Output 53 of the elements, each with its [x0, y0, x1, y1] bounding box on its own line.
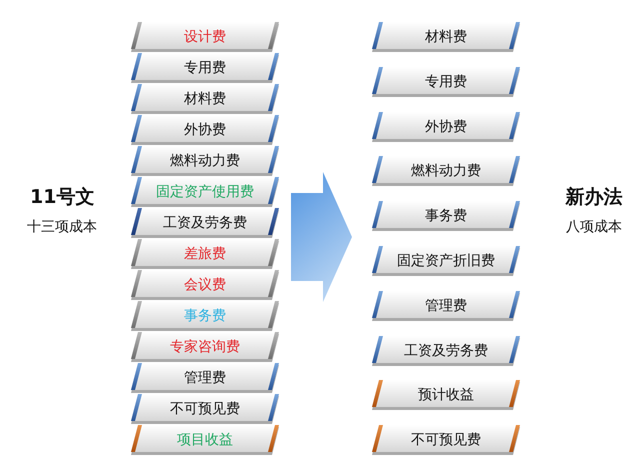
- cost-item-box: [131, 332, 279, 362]
- cost-item-label: 工资及劳务费: [163, 215, 247, 231]
- cost-item-box: [372, 22, 520, 52]
- column-heading: 新办法: [566, 185, 622, 210]
- column-heading: 11号文: [30, 185, 94, 210]
- cost-item-box: [372, 336, 520, 366]
- cost-item-label: 项目收益: [177, 432, 233, 448]
- cost-item-label: 燃料动力费: [170, 153, 240, 169]
- cost-item-label: 会议费: [184, 277, 226, 293]
- cost-item-box: [372, 246, 520, 276]
- cost-item-label: 专家咨询费: [170, 339, 240, 355]
- cost-item-label: 固定资产折旧费: [397, 253, 495, 269]
- cost-item-box: [131, 177, 279, 207]
- cost-item-label: 材料费: [425, 29, 467, 45]
- cost-item-label: 不可预见费: [170, 401, 240, 417]
- cost-item-label: 外协费: [184, 122, 226, 138]
- cost-item-box: [131, 363, 279, 393]
- cost-item-label: 外协费: [425, 118, 467, 135]
- cost-item-box: [131, 22, 279, 52]
- cost-item-box: [131, 425, 279, 455]
- cost-item-box: [131, 115, 279, 145]
- cost-item-box: [372, 112, 520, 142]
- cost-item-label: 材料费: [184, 91, 226, 107]
- cost-item-label: 事务费: [425, 208, 467, 224]
- cost-item-box: [372, 290, 520, 321]
- cost-item-box: [372, 201, 520, 232]
- cost-item-label: 固定资产使用费: [156, 184, 254, 200]
- cost-item-box: [131, 394, 279, 424]
- block-arrow: [291, 172, 352, 302]
- cost-item-box: [131, 53, 279, 83]
- cost-item-box: [372, 66, 520, 97]
- cost-item-label: 设计费: [184, 29, 226, 45]
- cost-item-label: 不可预见费: [411, 432, 481, 448]
- cost-item-box: [131, 208, 279, 238]
- cost-item-label: 燃料动力费: [411, 163, 481, 180]
- cost-item-label: 管理费: [184, 370, 226, 386]
- cost-item-label: 差旅费: [184, 246, 226, 262]
- cost-item-box: [372, 156, 520, 186]
- cost-item-box: [131, 301, 279, 331]
- cost-item-label: 事务费: [184, 308, 226, 324]
- column-subheading: 十三项成本: [27, 218, 97, 236]
- cost-item-label: 专用费: [425, 74, 467, 90]
- cost-item-box: [372, 425, 520, 456]
- cost-item-box: [131, 239, 279, 269]
- column-subheading: 八项成本: [566, 218, 622, 236]
- cost-item-box: [131, 146, 279, 176]
- cost-item-label: 管理费: [425, 298, 467, 314]
- cost-item-label: 工资及劳务费: [404, 342, 488, 359]
- cost-item-label: 专用费: [184, 60, 226, 76]
- cost-item-box: [131, 270, 279, 300]
- cost-item-box: [131, 84, 279, 114]
- cost-item-box: [372, 380, 520, 410]
- cost-item-label: 预计收益: [418, 387, 474, 404]
